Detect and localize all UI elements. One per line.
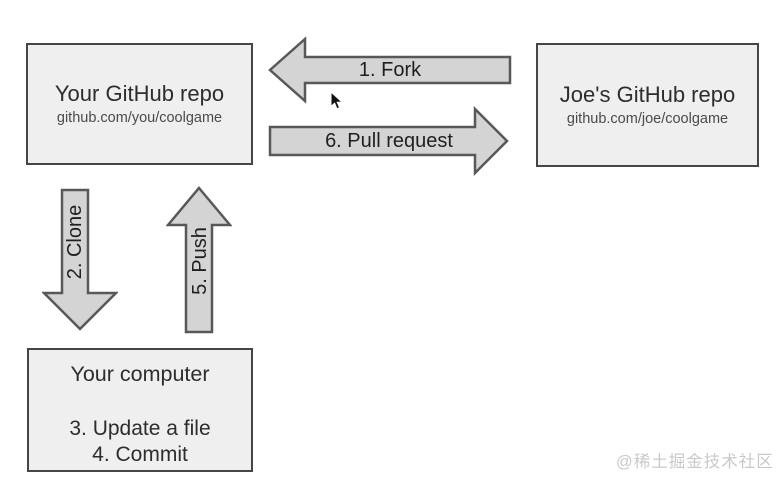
pull-request-arrow-label: 6. Pull request (325, 130, 453, 152)
joes-repo-title: Joe's GitHub repo (559, 82, 736, 107)
pull-request-arrow-right-icon (268, 106, 509, 176)
your-repo-url: github.com/you/coolgame (56, 110, 223, 126)
box-your-computer: Your computer 3. Update a file 4. Commit (27, 348, 253, 472)
clone-arrow-label: 2. Clone (64, 204, 86, 280)
your-computer-title: Your computer (70, 362, 210, 386)
push-arrow-up-icon (166, 186, 232, 334)
fork-arrow-label: 1. Fork (358, 59, 422, 81)
step-update-a-file: 3. Update a file (69, 417, 211, 440)
spacer (29, 388, 251, 416)
your-repo-title: Your GitHub repo (54, 81, 225, 106)
step-commit: 4. Commit (92, 443, 188, 466)
box-joes-github-repo: Joe's GitHub repo github.com/joe/coolgam… (536, 43, 759, 167)
fork-arrow-left-icon (268, 36, 512, 104)
mouse-cursor-icon (330, 91, 344, 110)
push-arrow-label: 5. Push (189, 227, 211, 295)
box-your-github-repo: Your GitHub repo github.com/you/coolgame (26, 43, 253, 165)
joes-repo-url: github.com/joe/coolgame (566, 111, 729, 127)
watermark: @稀土掘金技术社区 (616, 453, 774, 471)
clone-arrow-down-icon (42, 188, 118, 331)
